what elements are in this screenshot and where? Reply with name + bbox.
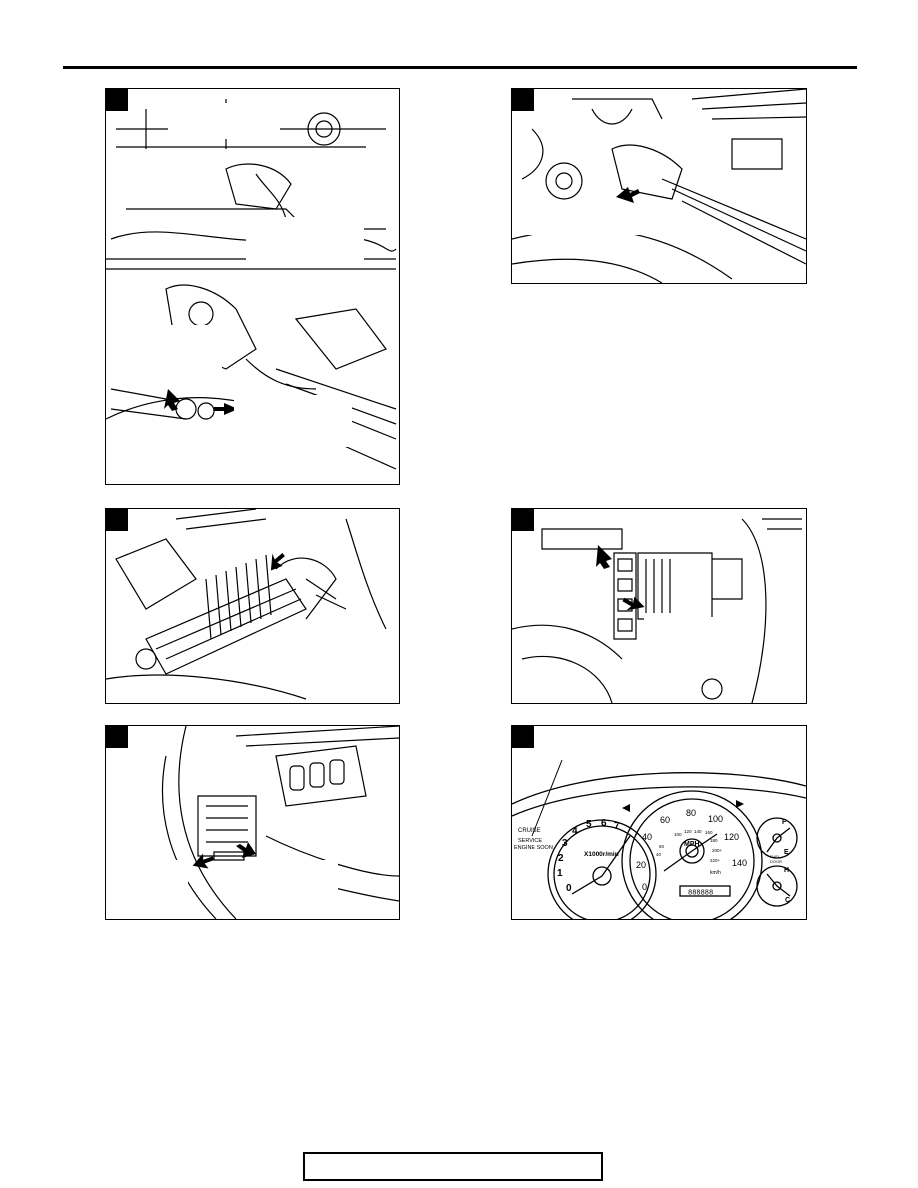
fuel-empty-label: E bbox=[784, 849, 789, 856]
tach-tick: 2 bbox=[558, 853, 564, 864]
speedo-kmh-tick: 220+ bbox=[710, 858, 721, 863]
figure-4-illustration bbox=[512, 518, 802, 703]
figure-4-relay-box bbox=[511, 508, 807, 704]
speedo-mph-tick: 80 bbox=[686, 808, 696, 818]
speedo-kmh-tick: 200+ bbox=[712, 848, 723, 853]
figure-badge bbox=[512, 89, 534, 111]
tach-tick: 3 bbox=[562, 838, 568, 849]
tach-unit-label: X1000r/min bbox=[584, 851, 619, 858]
speedo-mph-tick: 0 bbox=[642, 882, 647, 892]
tach-tick: 0 bbox=[566, 883, 572, 894]
speedo-kmh-tick: 140 bbox=[694, 829, 702, 834]
speedo-mph-tick: 20 bbox=[636, 860, 646, 870]
figure-badge bbox=[106, 726, 128, 748]
figure-badge bbox=[106, 509, 128, 531]
temp-cold-label: C bbox=[785, 897, 790, 904]
speedo-kmh-tick: 60 bbox=[659, 844, 665, 849]
speedo-kmh-tick: 100 bbox=[674, 832, 682, 837]
speedo-kmh-tick: 160 bbox=[705, 830, 713, 835]
tach-tick: 5 bbox=[586, 819, 592, 830]
figure-badge bbox=[512, 726, 534, 748]
tach-tick: 4 bbox=[572, 826, 578, 837]
fuel-full-label: F bbox=[782, 819, 787, 826]
speedo-mph-tick: 140 bbox=[732, 858, 747, 868]
cluster-cruise-label: CRUISE bbox=[518, 828, 541, 834]
odometer-readout: 888888 bbox=[688, 890, 713, 898]
speedo-kmh-tick: 120 bbox=[684, 829, 692, 834]
figure-6-illustration: CRUISE SERVICE ENGINE SOON 0 1 2 3 4 5 6… bbox=[512, 759, 806, 919]
tach-tick: 6 bbox=[601, 818, 607, 829]
figure-3-illustration bbox=[106, 509, 396, 700]
cluster-engine-soon-label: ENGINE SOON bbox=[514, 845, 553, 851]
speedo-mph-unit: MPH bbox=[684, 841, 700, 848]
fuel-door-label: DOOR bbox=[770, 859, 782, 864]
cluster-service-label: SERVICE bbox=[518, 838, 542, 844]
speedo-kmh-tick: 40 bbox=[656, 852, 662, 857]
fuel-door-label: FUEL bbox=[770, 854, 781, 859]
figure-badge bbox=[512, 509, 534, 531]
speedo-mph-tick: 60 bbox=[660, 815, 670, 825]
figure-5-illustration bbox=[114, 726, 399, 919]
figure-badge bbox=[106, 89, 128, 111]
figure-2-engine-connector bbox=[511, 88, 807, 284]
figure-1-illustration bbox=[106, 99, 397, 470]
figure-5-dash-connector bbox=[105, 725, 400, 920]
speedo-mph-tick: 40 bbox=[642, 832, 652, 842]
speedo-kmh-unit: km/h bbox=[710, 870, 721, 876]
figure-6-instrument-cluster: CRUISE SERVICE ENGINE SOON 0 1 2 3 4 5 6… bbox=[511, 725, 807, 920]
footer-page-box bbox=[303, 1152, 603, 1181]
temp-hot-label: H bbox=[784, 867, 789, 874]
tach-tick: 1 bbox=[557, 868, 563, 879]
speedo-mph-tick: 100 bbox=[708, 814, 723, 824]
header-rule bbox=[63, 66, 857, 69]
figure-1-engine-harness bbox=[105, 88, 400, 485]
figure-3-air-cleaner bbox=[105, 508, 400, 704]
speedo-mph-tick: 120 bbox=[724, 832, 739, 842]
figure-2-illustration bbox=[512, 89, 806, 283]
tach-tick: 7 bbox=[614, 821, 620, 832]
speedo-kmh-tick: 180 bbox=[710, 838, 718, 843]
